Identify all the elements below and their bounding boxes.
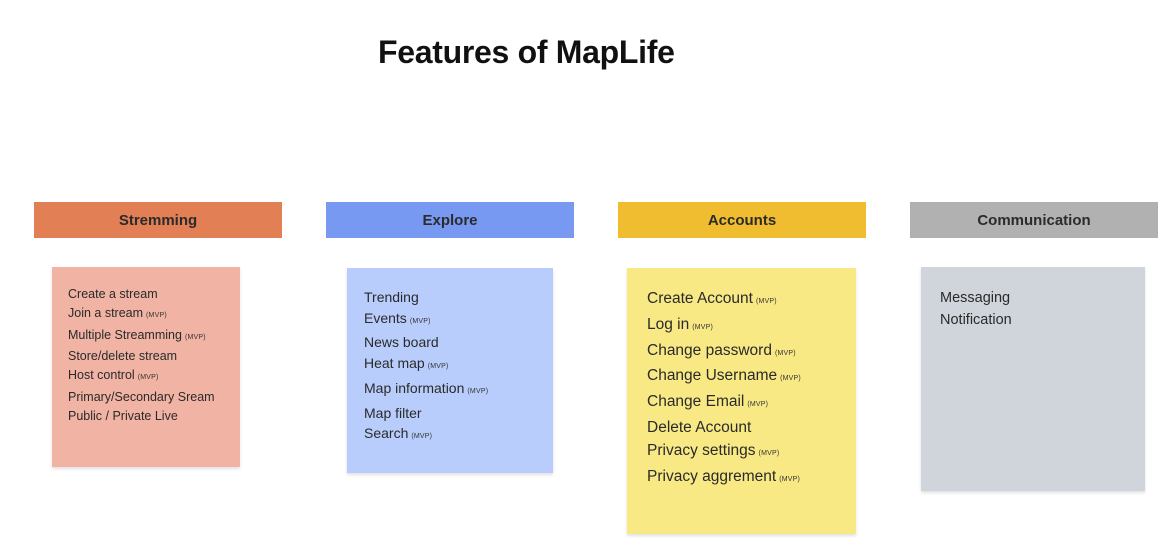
feature-item: Map filter [364,403,553,424]
feature-item: Privacy aggrement(MVP) [647,466,856,492]
mvp-tag: (MVP) [779,475,801,483]
feature-label: Create a stream [68,287,158,301]
mvp-tag: (MVP) [409,317,431,325]
feature-item: Map information(MVP) [364,378,553,403]
feature-item: Trending [364,287,553,308]
mvp-tag: (MVP) [411,433,433,441]
feature-item: Change Username(MVP) [647,365,856,391]
feature-item: News board [364,332,553,353]
feature-item: Multiple Streamming(MVP) [68,326,240,348]
feature-item: Delete Account [647,417,856,440]
feature-item: Host control(MVP) [68,366,240,388]
feature-label: Primary/Secondary Sream [68,389,215,404]
explore-header-label: Explore [422,211,478,229]
mvp-tag: (MVP) [758,449,780,457]
communication-header[interactable]: Communication [910,202,1158,238]
mvp-tag: (MVP) [184,333,206,341]
accounts-header-label: Accounts [707,211,777,229]
mvp-tag: (MVP) [146,311,167,319]
feature-item: Notification [940,309,1145,331]
feature-label: Map information [364,379,465,396]
streaming-header-label: Stremming [118,211,198,229]
feature-label: Store/delete stream [68,349,178,364]
feature-label: Trending [364,289,419,305]
feature-item: Events(MVP) [364,308,553,333]
mvp-tag: (MVP) [780,375,801,383]
feature-label: Privacy settings [647,441,756,459]
feature-item: Create Account(MVP) [647,288,856,314]
accounts-sticky-note[interactable]: Create Account(MVP)Log in(MVP)Change pas… [627,268,856,534]
communication-header-label: Communication [977,211,1091,229]
feature-label: Change Email [647,393,745,411]
feature-label: Map filter [364,404,422,421]
mvp-tag: (MVP) [467,387,489,395]
mvp-tag: (MVP) [427,363,449,371]
mvp-tag: (MVP) [137,374,159,382]
feature-item: Store/delete stream [68,347,240,366]
feature-label: Change Username [647,367,778,385]
mvp-tag: (MVP) [774,349,796,357]
streaming-header[interactable]: Stremming [34,202,282,238]
feature-label: Create Account [647,290,753,307]
feature-item: Messaging [940,287,1145,309]
feature-label: Delete Account [647,418,752,436]
feature-item: Privacy settings(MVP) [647,440,856,466]
feature-label: Search [364,425,409,442]
feature-item: Change Email(MVP) [647,391,856,417]
feature-label: Heat map [364,355,425,372]
feature-label: Multiple Streamming [68,327,182,342]
feature-label: Public / Private Live [68,408,178,423]
mvp-tag: (MVP) [755,298,777,305]
feature-label: Host control [68,368,135,383]
feature-label: Notification [940,312,1012,328]
feature-item: Search(MVP) [364,423,553,448]
feature-item: Log in(MVP) [647,314,856,340]
mvp-tag: (MVP) [747,401,769,409]
accounts-feature-list: Create Account(MVP)Log in(MVP)Change pas… [647,288,856,491]
feature-item: Public / Private Live [68,407,240,426]
feature-label: Log in [647,315,690,333]
feature-label: Messaging [940,290,1011,306]
feature-label: News board [364,334,439,351]
feature-label: Events [364,309,407,326]
feature-item: Change password(MVP) [647,340,856,366]
explore-header[interactable]: Explore [326,202,574,238]
accounts-header[interactable]: Accounts [618,202,866,238]
feature-item: Create a stream [68,285,240,304]
page-title: Features of MapLife [378,34,675,70]
mvp-tag: (MVP) [692,323,714,331]
feature-label: Change password [647,341,772,359]
feature-item: Heat map(MVP) [364,353,553,378]
feature-label: Privacy aggrement [647,467,777,485]
feature-label: Join a stream [68,305,144,320]
feature-item: Join a stream(MVP) [68,304,240,326]
feature-item: Primary/Secondary Sream [68,388,240,407]
